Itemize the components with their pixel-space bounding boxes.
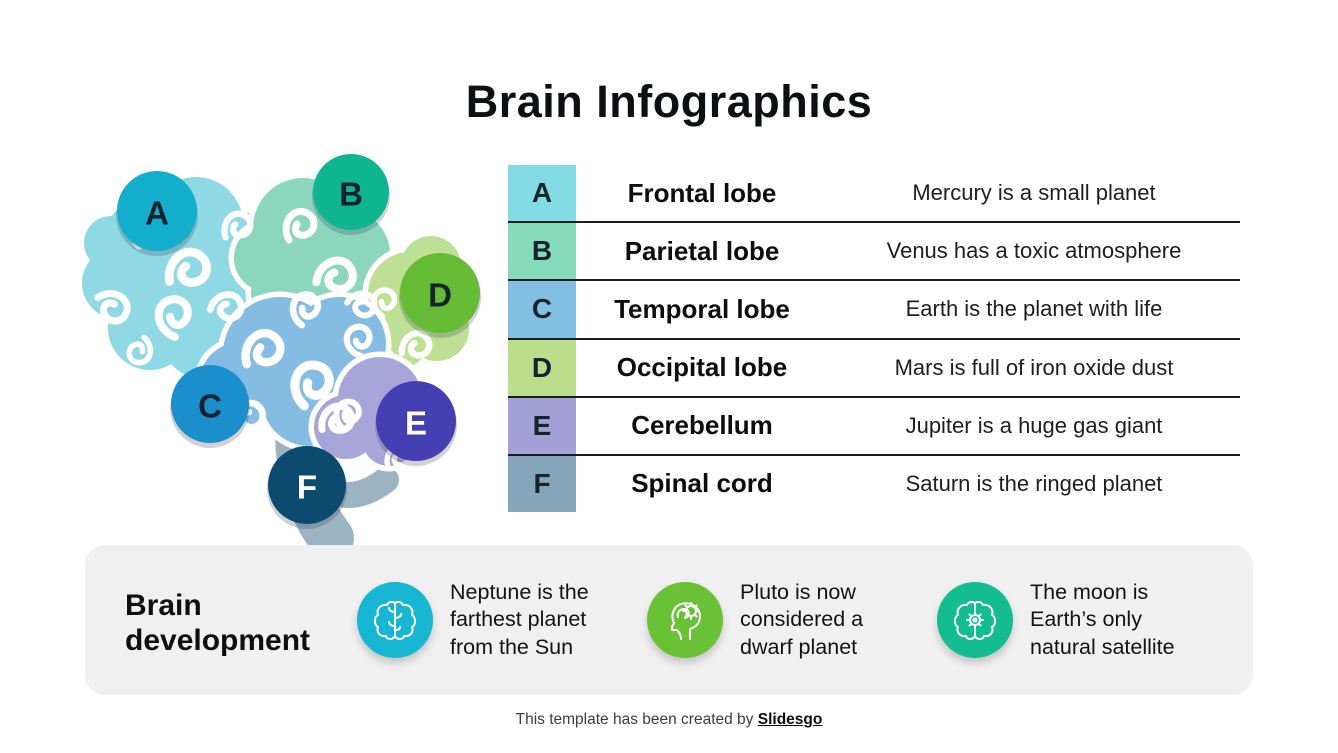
marker-letter: B	[339, 176, 363, 213]
row-description: Jupiter is a huge gas giant	[905, 412, 1163, 438]
head-gear-icon	[647, 582, 723, 658]
brain-front-icon	[357, 582, 433, 658]
footer-text: This template has been created by	[515, 711, 754, 728]
row-letter-cell: A	[508, 165, 576, 222]
marker-letter: A	[145, 195, 169, 232]
brain-illustration: A B C D E F	[80, 154, 481, 550]
development-heading: Brain development	[125, 588, 310, 658]
lobe-marker-C: C	[170, 365, 250, 448]
table-row: D Occipital lobe Mars is full of iron ox…	[508, 337, 1240, 396]
brain-development-panel: Brain development Neptune is the farthes…	[85, 545, 1253, 695]
row-label: Parietal lobe	[624, 235, 780, 266]
development-item-pluto: Pluto is now considered a dwarf planet	[647, 545, 863, 695]
row-description: Saturn is the ringed planet	[905, 470, 1163, 496]
row-description: Venus has a toxic atmosphere	[886, 238, 1182, 264]
row-label: Spinal cord	[631, 468, 773, 499]
marker-letter: E	[405, 405, 427, 442]
lobe-marker-E: E	[375, 381, 457, 466]
brain-gear-icon	[937, 582, 1013, 658]
row-description: Mars is full of iron oxide dust	[894, 354, 1174, 380]
table-row: A Frontal lobe Mercury is a small planet	[508, 165, 1240, 222]
slidesgo-link[interactable]: Slidesgo	[757, 711, 823, 728]
development-item-text: Neptune is the farthest planet from the …	[450, 580, 589, 659]
lobe-markers: A B C D E F	[116, 154, 481, 529]
table-row: F Spinal cord Saturn is the ringed plane…	[508, 453, 1240, 513]
lobe-table: A Frontal lobe Mercury is a small planet…	[508, 165, 1240, 513]
table-row: B Parietal lobe Venus has a toxic atmosp…	[508, 221, 1240, 280]
row-description: Mercury is a small planet	[912, 180, 1156, 206]
row-label: Occipital lobe	[616, 352, 788, 383]
development-item-neptune: Neptune is the farthest planet from the …	[357, 545, 589, 695]
development-heading-line: Brain	[125, 589, 202, 622]
lobe-marker-A: A	[116, 171, 198, 256]
page-title: Brain Infographics	[465, 76, 873, 127]
lobe-marker-B: B	[312, 154, 390, 235]
development-item-moon: The moon is Earth’s only natural satelli…	[937, 545, 1175, 695]
table-row: E Cerebellum Jupiter is a huge gas giant	[508, 395, 1240, 454]
row-letter-cell: C	[508, 281, 576, 338]
lobe-marker-D: D	[399, 253, 481, 338]
row-letter-cell: D	[508, 339, 576, 396]
development-item-text: Pluto is now considered a dwarf planet	[740, 580, 864, 659]
row-letter-cell: F	[508, 455, 576, 513]
row-label: Frontal lobe	[627, 177, 777, 208]
row-letter-cell: E	[508, 397, 576, 454]
marker-letter: C	[198, 388, 222, 425]
row-description: Earth is the planet with life	[905, 296, 1163, 322]
table-row: C Temporal lobe Earth is the planet with…	[508, 279, 1240, 338]
development-heading-line: development	[125, 624, 311, 658]
lobe-marker-F: F	[267, 446, 347, 529]
row-label: Temporal lobe	[614, 293, 790, 324]
row-letter-cell: B	[508, 223, 576, 280]
marker-letter: D	[428, 277, 452, 314]
development-item-text: The moon is Earth’s only natural satelli…	[1030, 580, 1175, 659]
footer-credit: This template has been created by Slides…	[0, 711, 1338, 729]
row-label: Cerebellum	[631, 410, 773, 441]
marker-letter: F	[297, 469, 317, 506]
